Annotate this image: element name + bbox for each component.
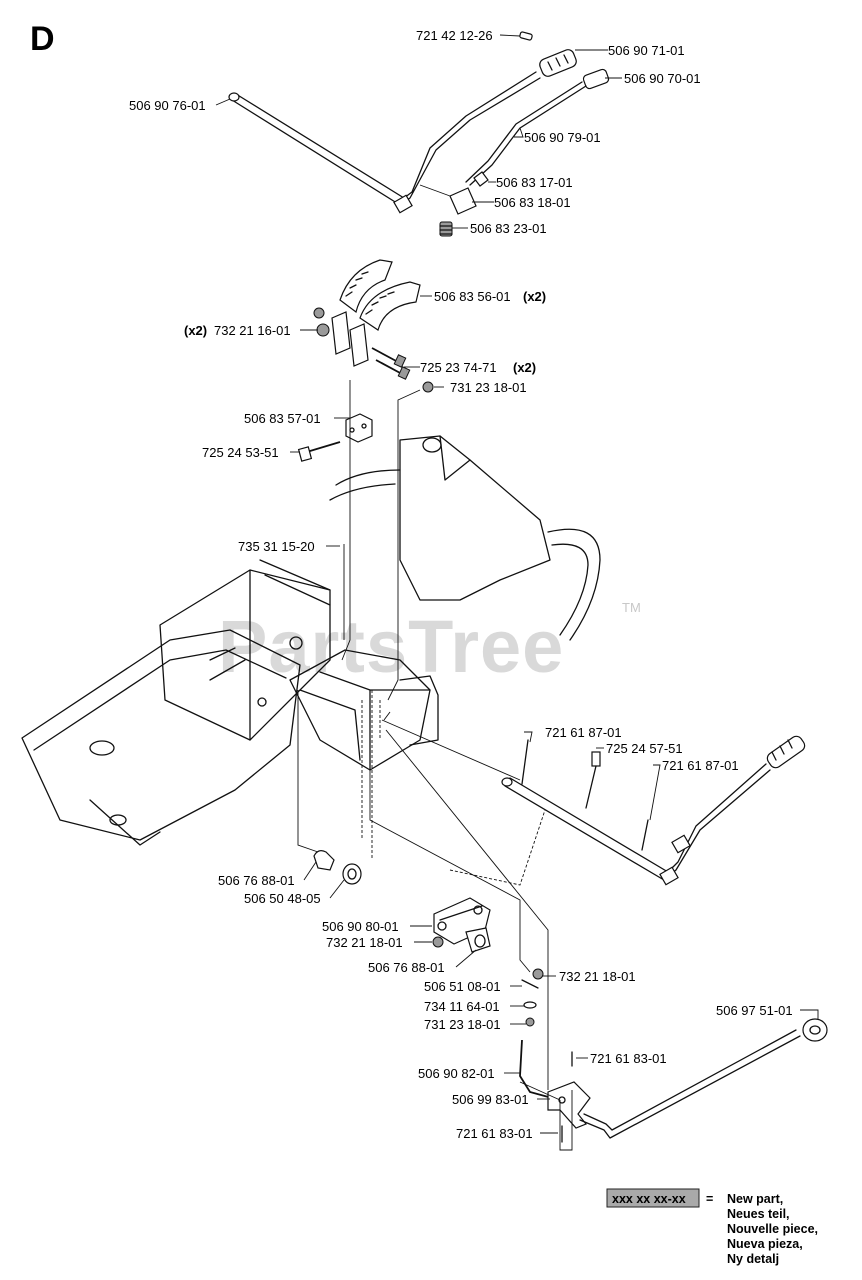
watermark-tm: TM (622, 600, 641, 615)
legend-line: Neues teil, (727, 1207, 790, 1221)
part-label: 735 31 15-20 (238, 539, 315, 554)
part-label: 721 61 87-01 (545, 725, 622, 740)
lever-assembly-top (228, 31, 610, 237)
part-label: 506 83 17-01 (496, 175, 573, 190)
part-label: 506 83 57-01 (244, 411, 321, 426)
part-label: 721 42 12-26 (416, 28, 493, 43)
part-label: 721 61 83-01 (456, 1126, 533, 1141)
part-label: 732 21 16-01 (214, 323, 291, 338)
grip-icon (539, 49, 577, 77)
spring-icon (439, 221, 453, 237)
part-label: 506 90 80-01 (322, 919, 399, 934)
part-label: 731 23 18-01 (450, 380, 527, 395)
part-label: 506 76 88-01 (218, 873, 295, 888)
part-label: 731 23 18-01 (424, 1017, 501, 1032)
quadrant-brackets (313, 259, 434, 393)
legend-line: Nueva pieza, (727, 1237, 803, 1251)
part-qty: (x2) (184, 323, 207, 338)
part-label: 506 50 48-05 (244, 891, 321, 906)
chassis-frame (21, 435, 601, 846)
connection-lines (297, 380, 573, 1151)
part-label: 725 24 53-51 (202, 445, 279, 460)
part-label: 725 23 74-71 (420, 360, 497, 375)
part-qty: (x2) (513, 360, 536, 375)
part-label: 506 99 83-01 (452, 1092, 529, 1107)
part-label: 721 61 87-01 (662, 758, 739, 773)
legend-line: Ny detalj (727, 1252, 779, 1266)
part-label: 506 90 82-01 (418, 1066, 495, 1081)
part-label: 506 90 79-01 (524, 130, 601, 145)
part-label: 734 11 64-01 (424, 999, 500, 1014)
linkage-parts (313, 850, 828, 1143)
part-label: 506 51 08-01 (424, 979, 501, 994)
legend-equals: = (706, 1192, 713, 1206)
legend-swatch (606, 1188, 700, 1208)
part-label: 506 90 76-01 (129, 98, 206, 113)
watermark: PartsTree TM (218, 600, 641, 688)
part-labels: 721 42 12-26 506 90 71-01 506 90 70-01 5… (129, 28, 793, 1141)
watermark-text: PartsTree (218, 605, 564, 688)
section-letter: D (30, 20, 55, 58)
lever-assembly-lower (501, 735, 806, 886)
part-label: 506 83 18-01 (494, 195, 571, 210)
leader-lines (215, 34, 819, 1134)
part-label: 506 83 56-01 (434, 289, 511, 304)
part-label: 506 76 88-01 (368, 960, 445, 975)
legend-line: Nouvelle piece, (727, 1222, 818, 1236)
part-label: 506 97 51-01 (716, 1003, 793, 1018)
part-label: 732 21 18-01 (326, 935, 403, 950)
grip-icon-lower (766, 735, 806, 769)
legend-line: New part, (727, 1192, 783, 1206)
legend: xxx xx xx-xx = New part, Neues teil, Nou… (606, 1188, 818, 1266)
part-label: 732 21 18-01 (559, 969, 636, 984)
part-label: 506 83 23-01 (470, 221, 547, 236)
part-qty: (x2) (523, 289, 546, 304)
part-label: 721 61 83-01 (590, 1051, 667, 1066)
part-label: 506 90 70-01 (624, 71, 701, 86)
part-label: 506 90 71-01 (608, 43, 685, 58)
part-label: 725 24 57-51 (606, 741, 683, 756)
legend-code: xxx xx xx-xx (612, 1192, 686, 1206)
